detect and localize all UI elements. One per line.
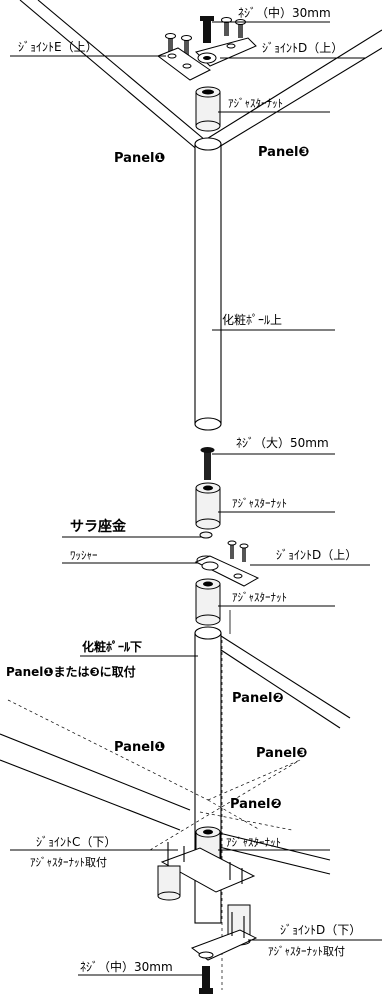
label-adjuster-attach-1: ｱｼﾞｬｽﾀｰﾅｯﾄ取付 [30,856,107,869]
joint-d-plate-bottom-icon [190,912,258,961]
large-screw-icon [200,447,215,480]
label-joint-e-top: ｼﾞｮｲﾝﾄE（上） [18,40,98,54]
label-neji-bottom: ﾈｼﾞ（中）30mm [80,959,173,974]
label-panel2-mid: Panel❷ [232,691,284,706]
leader-lines [10,21,382,976]
top-screw-icon [200,16,214,43]
label-panel1-low: Panel❶ [114,740,166,755]
label-panel3-top: Panel❸ [258,145,310,160]
adjuster-nut-1-icon [195,86,221,132]
countersunk-washer-icon [199,531,213,539]
label-joint-c-bottom: ｼﾞｮｲﾝﾄC（下） [36,835,116,849]
label-keshou-pole-upper: 化粧ﾎﾟｰﾙ上 [222,313,282,327]
label-panel3-low: Panel❸ [256,746,308,761]
bottom-screw-icon [199,966,213,994]
label-joint-d-bottom: ｼﾞｮｲﾝﾄD（下） [280,923,361,937]
label-sara-zagane: サラ座金 [70,518,127,535]
label-adjuster-nut-2: ｱｼﾞｬｽﾀｰﾅｯﾄ [232,497,287,510]
small-screws-mid-icon [227,540,249,562]
label-adjuster-nut-4: ｱｼﾞｬｽﾀｰﾅｯﾄ [226,836,281,849]
joint-e-plate-icon [156,47,211,81]
label-washer: ﾜｯｼｬｰ [70,549,98,562]
lower-panels-frame [0,699,331,875]
top-panel-frame [19,0,382,153]
label-adjuster-nut-3: ｱｼﾞｬｽﾀｰﾅｯﾄ [232,591,287,604]
label-panel-attach: Panel❶または❸に取付 [6,664,136,679]
adjuster-nut-3-icon [195,578,221,626]
label-adjuster-nut-1: ｱｼﾞｬｽﾀｰﾅｯﾄ [228,97,283,110]
label-panel2-low: Panel❷ [230,797,282,812]
label-adjuster-attach-2: ｱｼﾞｬｽﾀｰﾅｯﾄ取付 [268,945,345,958]
label-joint-d-top-2: ｼﾞｮｲﾝﾄD（上） [276,548,357,562]
label-panel1-top: Panel❶ [114,151,166,166]
label-joint-d-top-1: ｼﾞｮｲﾝﾄD（上） [262,41,343,55]
upper-pole-icon [194,137,222,431]
joint-d-plate-top-icon [195,37,257,67]
joint-d-plate-mid-icon [194,555,260,587]
adjuster-nut-2-icon [195,482,221,530]
joint-c-plate-icon [157,842,256,946]
mid-panel-frame [220,610,351,729]
labels: ﾈｼﾞ（中）30mm ｼﾞｮｲﾝﾄE（上） ｼﾞｮｲﾝﾄD（上） ｱｼﾞｬｽﾀｰ… [6,5,361,974]
label-keshou-pole-lower: 化粧ﾎﾟｰﾙ下 [82,639,142,654]
label-neji-large: ﾈｼﾞ（大）50mm [236,436,329,450]
label-neji-top: ﾈｼﾞ（中）30mm [238,5,331,20]
